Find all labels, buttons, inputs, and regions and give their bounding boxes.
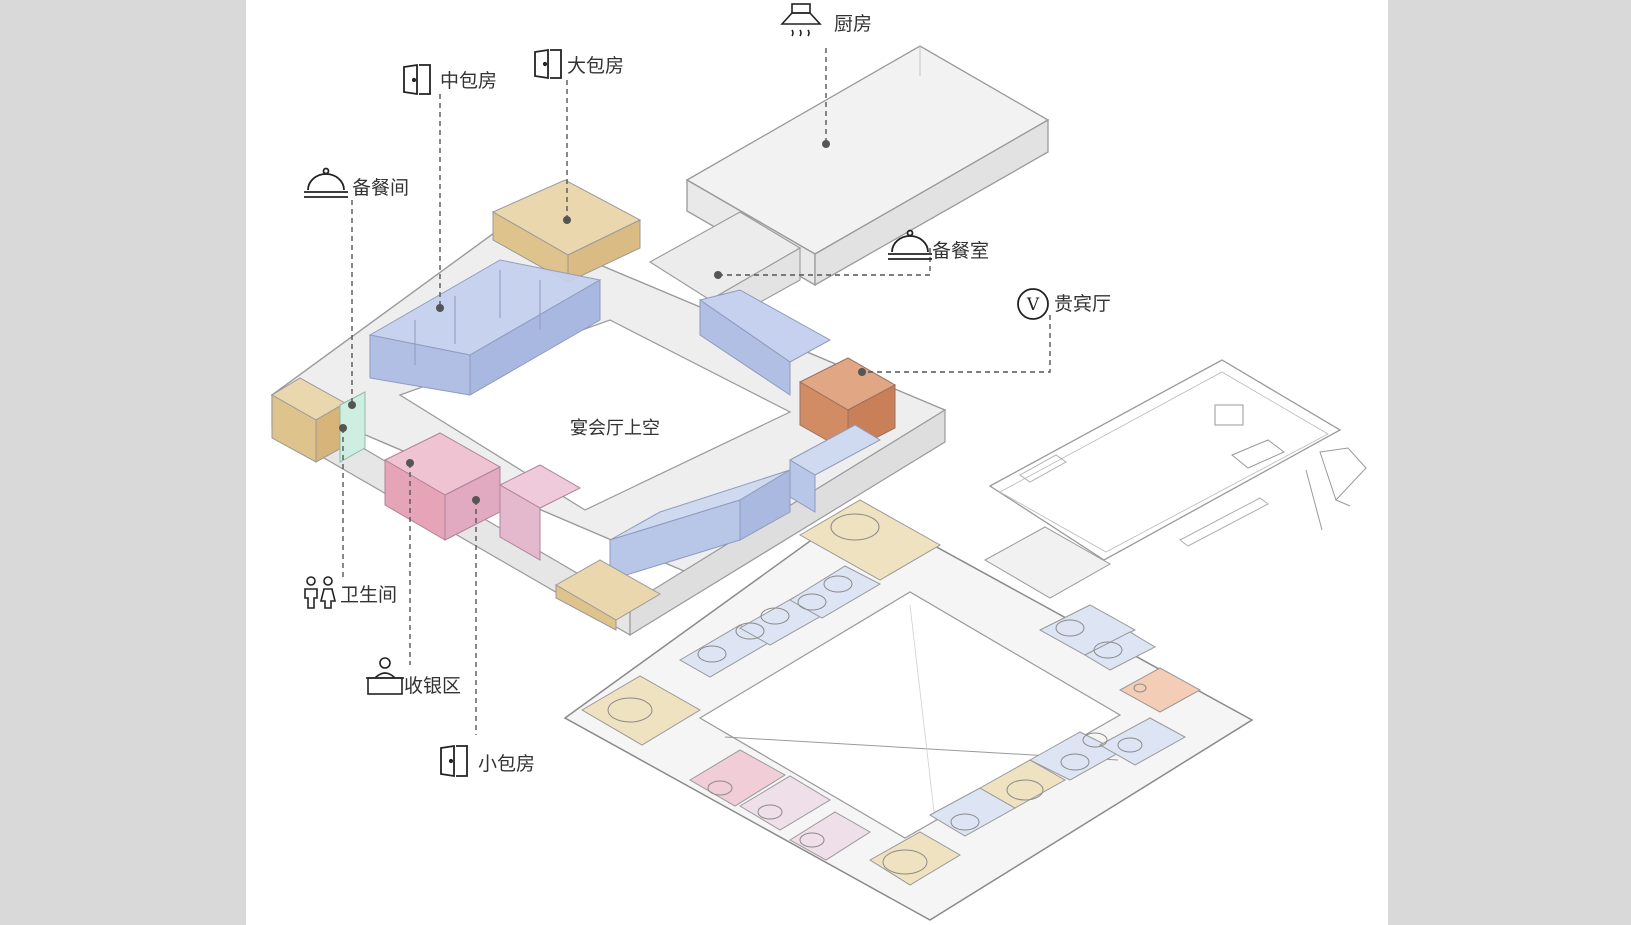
cloche-icon: [888, 229, 932, 260]
annex-building-plan: [988, 359, 1367, 561]
south-wing-rooms: [609, 424, 882, 581]
serving-room-west-volume: [271, 377, 347, 463]
door-icon: [403, 63, 431, 96]
upper-axonometric-mass: [270, 45, 1050, 637]
door-icon: [440, 744, 468, 778]
vip-v-icon: V: [1017, 288, 1049, 320]
serving-room-west-label: 备餐间: [352, 177, 409, 199]
vip-icon-letter: V: [1026, 295, 1040, 315]
banquet-void-label: 宴会厅上空: [570, 417, 660, 439]
kitchen-label: 厨房: [834, 13, 872, 35]
cloche-icon: [304, 167, 348, 198]
leader-dots: [339, 140, 866, 504]
restroom-people-icon: [304, 576, 337, 609]
large-private-room-label: 大包房: [567, 55, 624, 77]
lower-floor-plan: [563, 359, 1367, 921]
east-wing-rooms: [698, 289, 832, 396]
small-private-room-label: 小包房: [478, 753, 535, 775]
door-icon: [534, 48, 562, 80]
range-hood-icon: [780, 3, 822, 37]
vip-hall-label: 贵宾厅: [1054, 293, 1111, 315]
restroom-label: 卫生间: [340, 584, 397, 606]
leader-lines: [342, 48, 1051, 735]
lower-table-symbols: [607, 513, 1147, 875]
medium-private-rooms: [368, 259, 602, 396]
medium-private-room-label: 中包房: [440, 70, 497, 92]
serving-room-east-label: 备餐室: [932, 240, 989, 262]
corner-room-south: [554, 559, 661, 631]
cashier-label: 收银区: [404, 675, 461, 697]
small-private-rooms: [383, 432, 582, 561]
cashier-desk-icon: [366, 657, 404, 695]
